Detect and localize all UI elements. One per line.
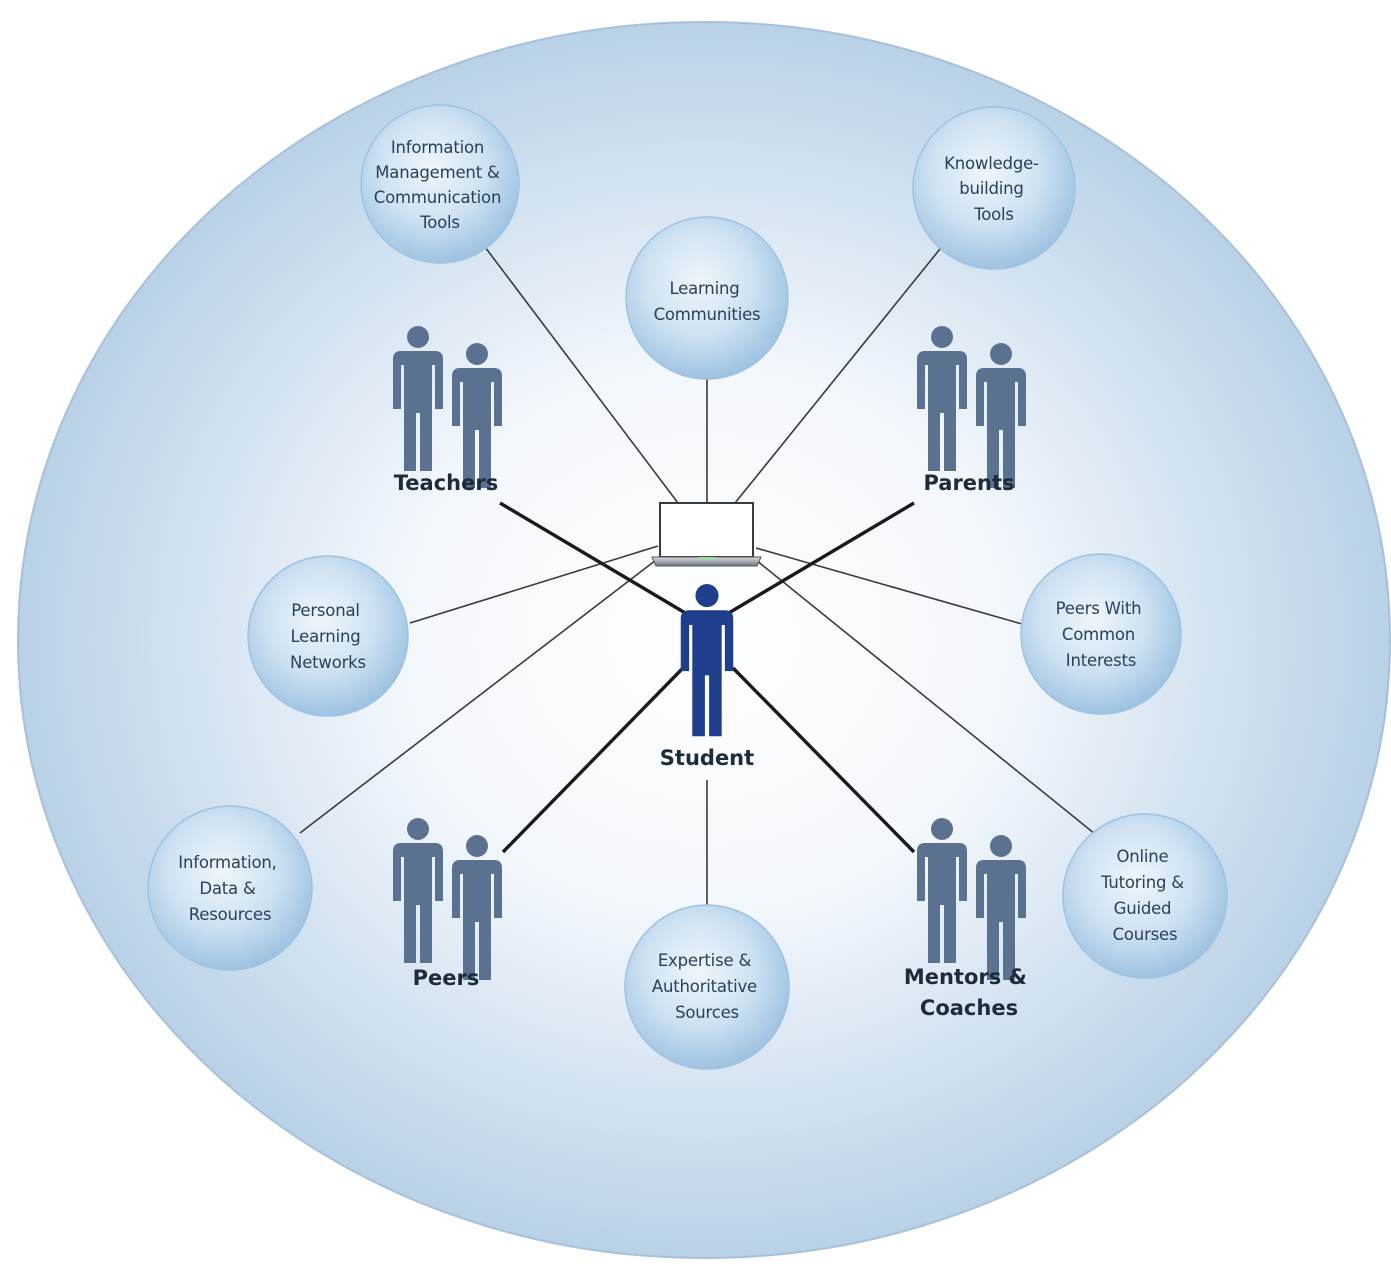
connector-peers-common bbox=[755, 547, 1023, 625]
resource-node-knowledge-building: Knowledge- building Tools bbox=[912, 106, 1076, 270]
node-label-expertise: Expertise & Authoritative Sources bbox=[652, 951, 762, 1022]
resource-node-personal-learning-networks: Personal Learning Networks bbox=[247, 555, 409, 717]
connector-lines bbox=[299, 243, 1101, 912]
node-label-learning-communities: Learning Communities bbox=[654, 279, 761, 324]
resource-node-expertise: Expertise & Authoritative Sources bbox=[624, 904, 790, 1070]
connector-information-data bbox=[299, 556, 661, 834]
group-label-parents: Parents bbox=[923, 471, 1014, 495]
resource-node-learning-communities: Learning Communities bbox=[625, 216, 789, 380]
connector-teachers bbox=[499, 501, 693, 619]
connector-personal-learning bbox=[409, 545, 659, 624]
resource-node-information-data: Information, Data & Resources bbox=[147, 805, 313, 971]
mentors-person-1 bbox=[917, 818, 967, 963]
mentors-person-2 bbox=[976, 835, 1026, 980]
node-label-online-tutoring: Online Tutoring & Guided Courses bbox=[1100, 847, 1189, 944]
connector-parents bbox=[721, 501, 915, 619]
laptop-icon bbox=[651, 502, 762, 567]
connector-mentors bbox=[731, 666, 916, 854]
resource-node-info-mgmt: Information Management & Communication T… bbox=[360, 104, 520, 264]
connector-knowledge-building bbox=[734, 243, 945, 504]
connector-info-mgmt bbox=[484, 246, 679, 504]
student-person-icon bbox=[680, 584, 734, 737]
node-label-peers-common-interests: Peers With Common Interests bbox=[1056, 599, 1147, 670]
node-label-information-data: Information, Data & Resources bbox=[178, 853, 281, 924]
node-label-info-mgmt: Information Management & Communication T… bbox=[374, 138, 507, 232]
group-label-peers: Peers bbox=[413, 966, 480, 990]
student-label: Student bbox=[660, 746, 754, 770]
connector-peers bbox=[501, 666, 685, 854]
resource-node-online-tutoring: Online Tutoring & Guided Courses bbox=[1062, 813, 1228, 979]
peers-icon bbox=[393, 818, 502, 980]
group-label-teachers: Teachers bbox=[394, 471, 498, 495]
node-label-personal-learning-networks: Personal Learning Networks bbox=[290, 601, 366, 672]
resource-node-peers-common-interests: Peers With Common Interests bbox=[1020, 553, 1182, 715]
parents-person-2 bbox=[976, 343, 1026, 488]
node-label-knowledge-building: Knowledge- building Tools bbox=[944, 154, 1044, 224]
parents-person-1 bbox=[917, 326, 967, 471]
parents-icon bbox=[917, 326, 1026, 488]
teachers-icon bbox=[393, 326, 502, 488]
peers-person-2 bbox=[452, 835, 502, 980]
teachers-person-1 bbox=[393, 326, 443, 471]
connector-online-tutoring bbox=[755, 559, 1101, 839]
group-label-mentors: Mentors & Coaches bbox=[904, 965, 1034, 1020]
mentors-icon bbox=[917, 818, 1026, 980]
peers-person-1 bbox=[393, 818, 443, 963]
teachers-person-2 bbox=[452, 343, 502, 488]
